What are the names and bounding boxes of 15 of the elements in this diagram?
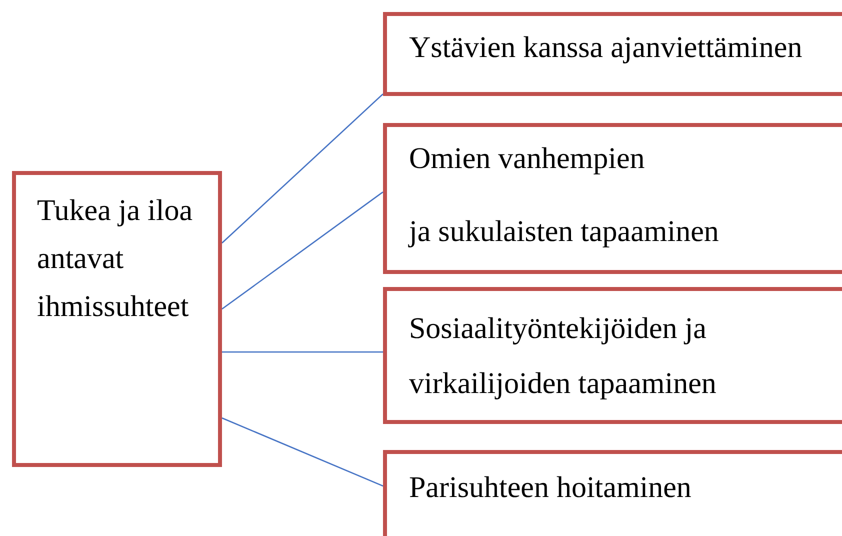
box-label: Tukea ja iloa antavat ihmissuhteet bbox=[37, 193, 194, 325]
box-label: Ystävien kanssa ajanviettäminen bbox=[409, 30, 804, 66]
text-box bbox=[383, 12, 842, 96]
connector-line bbox=[222, 417, 384, 487]
connector-line bbox=[222, 94, 384, 244]
text-box bbox=[383, 450, 842, 536]
connector-line bbox=[222, 191, 384, 310]
box-label: ja sukulaisten tapaaminen bbox=[409, 214, 720, 250]
box-label: Omien vanhempien bbox=[409, 141, 646, 177]
text-box bbox=[383, 287, 842, 424]
connector-line bbox=[222, 351, 383, 353]
text-box bbox=[383, 123, 842, 274]
box-label: Sosiaalityöntekijöiden ja virkailijoiden tapaaminen bbox=[409, 311, 718, 402]
text-box bbox=[12, 171, 222, 467]
box-label: Parisuhteen hoitaminen bbox=[409, 470, 692, 506]
